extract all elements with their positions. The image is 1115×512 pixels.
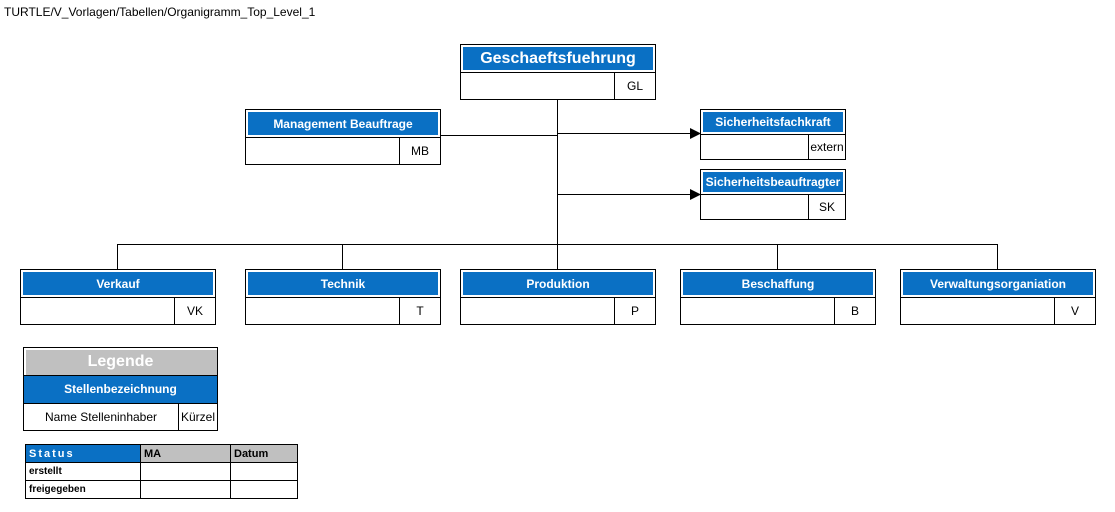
box-name <box>246 138 399 164</box>
legend: Legende Stellenbezeichnung Name Stelleni… <box>23 347 218 431</box>
legend-header: Legende <box>24 348 217 376</box>
box-code: SK <box>808 195 845 219</box>
box-name <box>246 298 399 324</box>
status-cell[interactable] <box>140 462 231 481</box>
legend-code: Kürzel <box>178 404 217 430</box>
box-geschaeftsfuehrung: Geschaeftsfuehrung GL <box>460 44 656 100</box>
box-title: Sicherheitsbeauftragter <box>701 170 845 195</box>
box-code: VK <box>174 298 215 324</box>
status-col-ma: MA <box>140 444 231 463</box>
box-code: MB <box>399 138 440 164</box>
box-sicherheitsfachkraft: Sicherheitsfachkraft extern <box>700 109 846 160</box>
status-header: Status <box>25 444 141 463</box>
box-department-beschaffung: Beschaffung B <box>680 269 876 325</box>
box-code: P <box>614 298 655 324</box>
box-name <box>901 298 1054 324</box>
status-cell[interactable] <box>230 462 298 481</box>
arrow-sibe-icon <box>690 189 701 200</box>
box-title: Produktion <box>461 270 655 298</box>
box-name <box>21 298 174 324</box>
box-title: Management Beauftrage <box>246 110 440 138</box>
box-management: Management Beauftrage MB <box>245 109 441 165</box>
box-title: Beschaffung <box>681 270 875 298</box>
box-department-verkauf: Verkauf VK <box>20 269 216 325</box>
status-table: Status MA Datum erstellt freigegeben <box>25 444 298 499</box>
box-name <box>461 73 614 99</box>
legend-name: Name Stelleninhaber <box>44 410 158 424</box>
box-code: T <box>399 298 440 324</box>
box-code: B <box>834 298 875 324</box>
box-department-produktion: Produktion P <box>460 269 656 325</box>
file-path: TURTLE/V_Vorlagen/Tabellen/Organigramm_T… <box>4 5 316 19</box>
box-title: Geschaeftsfuehrung <box>461 45 655 73</box>
box-name <box>461 298 614 324</box>
box-code: V <box>1054 298 1095 324</box>
box-department-technik: Technik T <box>245 269 441 325</box>
status-col-date: Datum <box>230 444 298 463</box>
status-row-label: freigegeben <box>25 480 141 499</box>
legend-title: Stellenbezeichnung <box>24 376 217 404</box>
status-row-label: erstellt <box>25 462 141 481</box>
box-name <box>681 298 834 324</box>
box-title: Verkauf <box>21 270 215 298</box>
box-department-verwaltung: Verwaltungsorganiation V <box>900 269 1096 325</box>
status-cell[interactable] <box>230 480 298 499</box>
box-title: Technik <box>246 270 440 298</box>
box-name <box>701 135 808 159</box>
status-cell[interactable] <box>140 480 231 499</box>
box-name <box>701 195 808 219</box>
box-title: Verwaltungsorganiation <box>901 270 1095 298</box>
box-title: Sicherheitsfachkraft <box>701 110 845 135</box>
box-code: extern <box>808 135 845 159</box>
box-code: GL <box>614 73 655 99</box>
box-sicherheitsbeauftragter: Sicherheitsbeauftragter SK <box>700 169 846 220</box>
arrow-sifa-icon <box>690 128 701 139</box>
